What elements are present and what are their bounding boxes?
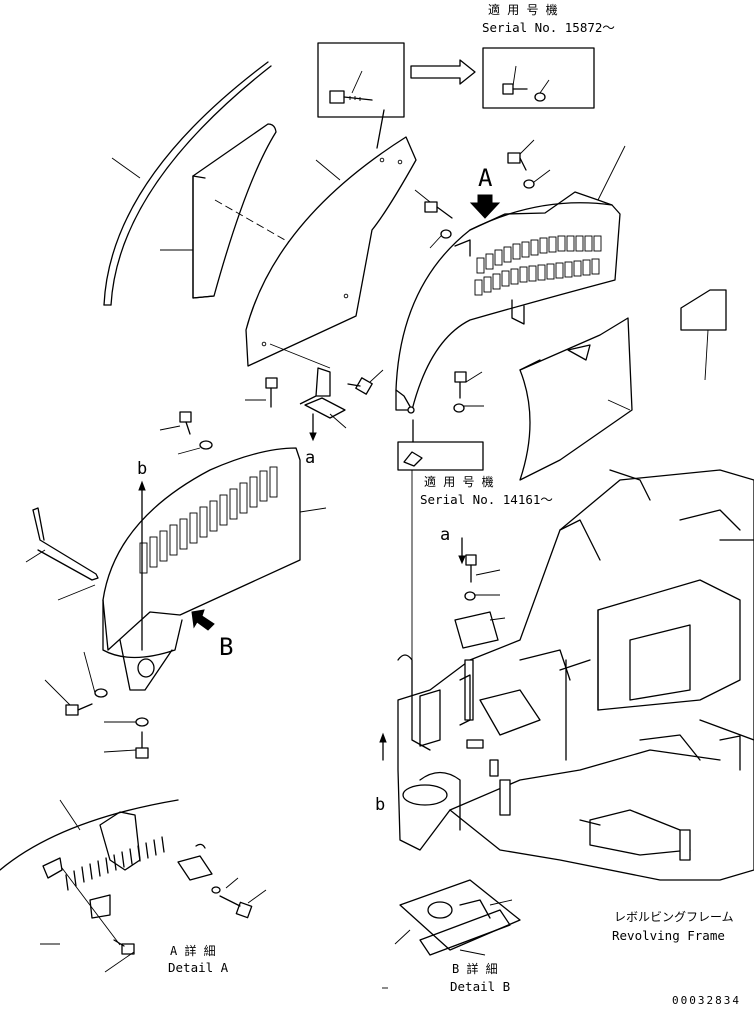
detail-b: B 詳 細 Detail B [382,879,521,994]
arrow-label-b-2: b [375,795,385,815]
cover-pad [160,123,321,299]
detail-a-label-en: Detail A [168,960,229,975]
detail-b-label-en: Detail B [450,979,510,994]
grille-slots-top [474,235,602,296]
arrow-up-left-solid-icon [191,609,215,631]
bolt-and-washer-icon [502,65,550,102]
detail-b-label-jp: B 詳 細 [452,961,498,976]
left-grille-cover: b B [25,411,327,759]
frame-label-jp: レボルビングフレーム [614,910,734,924]
mid-detail-box: 適 用 号 機 Serial No. 14161～ [397,419,553,507]
view-label-b: B [219,633,233,661]
frame-label-en: Revolving Frame [612,928,725,943]
serial-top-jp: 適 用 号 機 [488,2,558,17]
top-detail-boxes: 適 用 号 機 Serial No. 15872～ [317,2,615,149]
serial-mid-jp: 適 用 号 機 [424,474,494,489]
arrow-label-a-2: a [440,525,450,545]
right-side-panel [519,289,727,481]
bolt-icon [329,70,373,104]
detail-a-slots [65,836,165,891]
side-plate: a [245,136,417,468]
detail-a: A 詳 細 Detail A [0,799,267,975]
view-label-a: A [478,164,493,192]
serial-mid-en: Serial No. 14161～ [420,492,553,507]
upper-grille-cover: A [395,139,626,414]
arrow-right-icon [410,59,476,85]
arrow-label-a-1: a [305,448,315,468]
grille-slots-left [139,466,278,574]
serial-top-en: Serial No. 15872～ [482,20,615,35]
arrow-label-b-1: b [137,459,147,479]
arrow-down-solid-icon [469,194,501,219]
rubber-seal-strip [103,61,272,306]
detail-a-label-jp: A 詳 細 [170,943,216,958]
drawing-number: 00032834 [672,994,741,1007]
revolving-frame: a b レボルビングフレーム Revolving Frame [375,469,754,943]
